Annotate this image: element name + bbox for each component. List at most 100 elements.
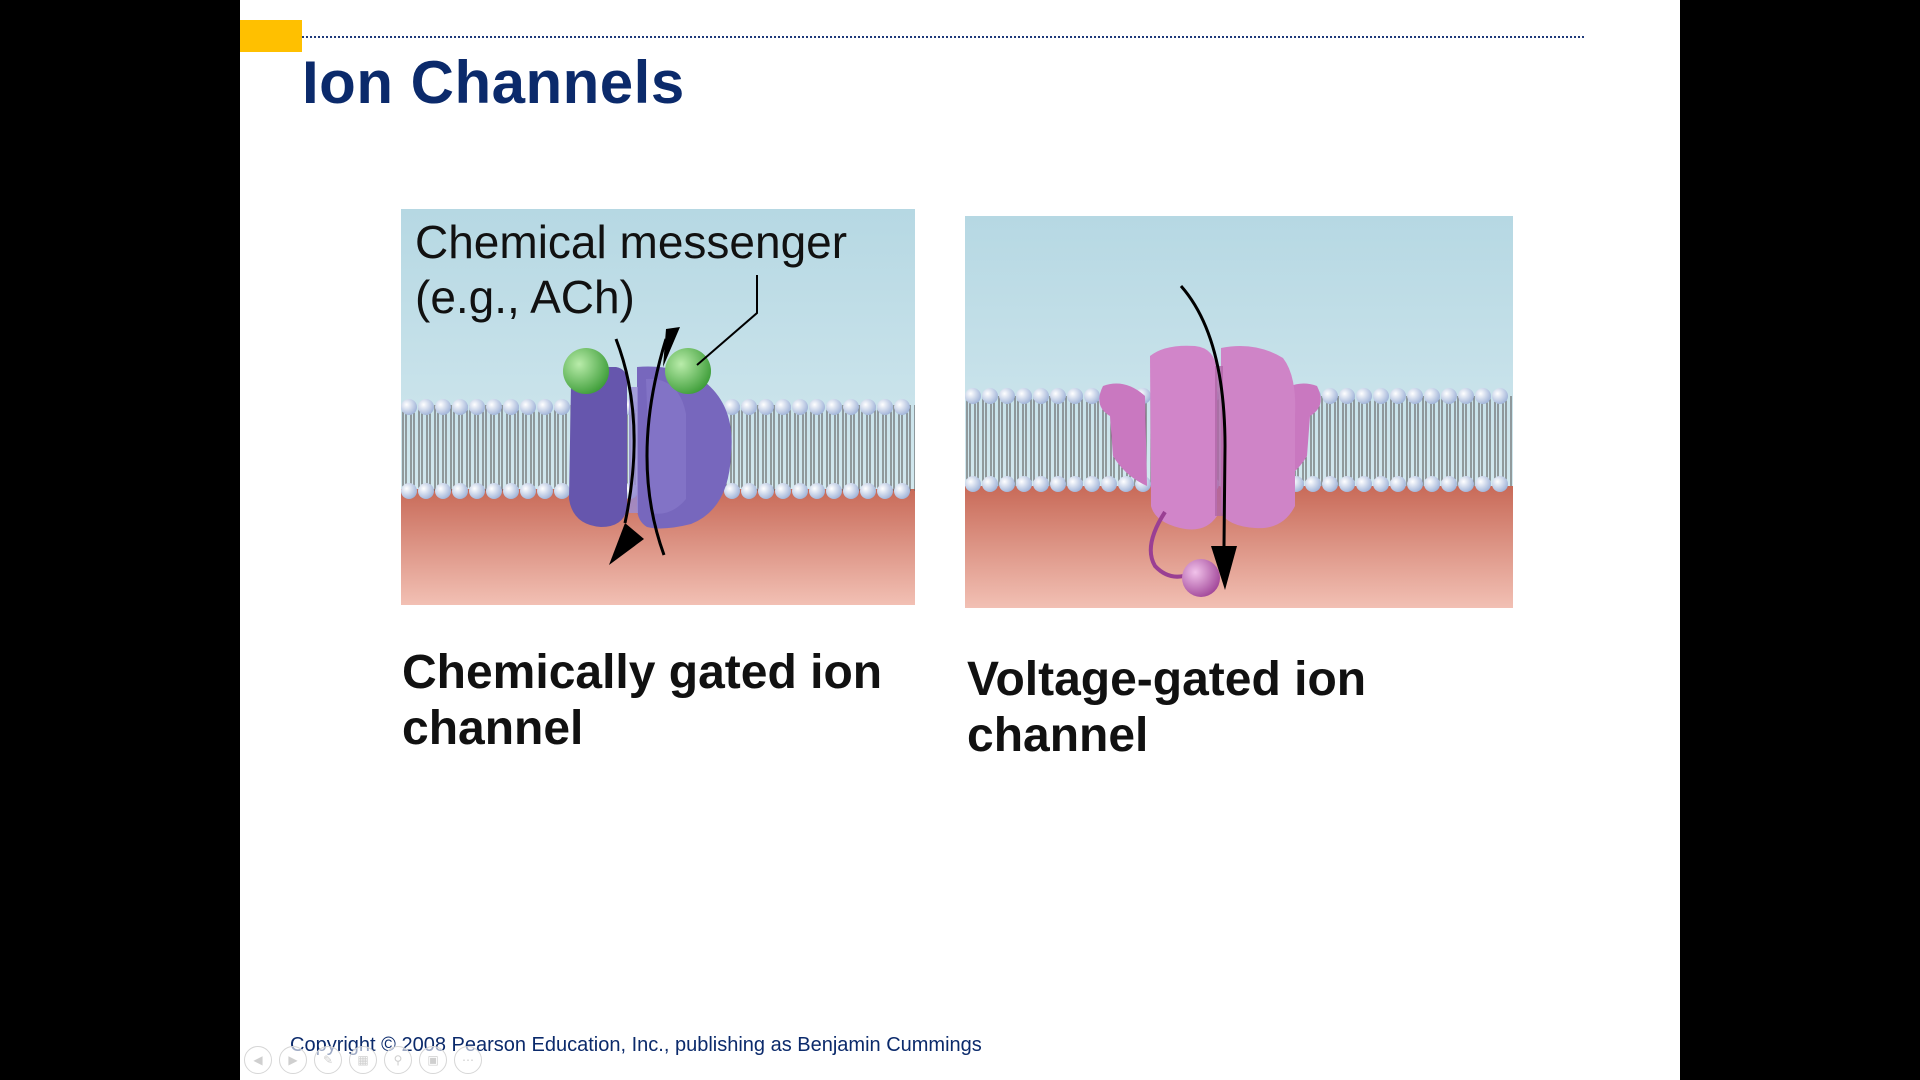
video-icon[interactable]: ▣ [419,1046,447,1074]
phospholipid-head [486,399,502,415]
ion-flow-arrow [614,338,636,524]
chemical-messenger-line2: (e.g., ACh) [415,271,635,323]
channel-protein-left [569,367,628,527]
zoom-icon[interactable]: ⚲ [384,1046,412,1074]
phospholipid-head [418,399,434,415]
phospholipid-head [999,388,1015,404]
phospholipid-head [843,483,859,499]
leader-line [696,275,758,366]
phospholipid-head [1050,476,1066,492]
phospholipid-head [418,483,434,499]
phospholipid-head [1390,476,1406,492]
phospholipid-head [435,399,451,415]
phospholipid-head [809,483,825,499]
title-rule [302,36,1584,38]
phospholipid-head [452,399,468,415]
phospholipid-head [758,483,774,499]
phospholipid-head [1458,476,1474,492]
phospholipid-head [1475,476,1491,492]
phospholipid-head [877,399,893,415]
phospholipid-head [860,483,876,499]
phospholipid-head [520,483,536,499]
inactivation-gate-ball [1182,559,1220,597]
phospholipid-head [1033,476,1049,492]
phospholipid-head [1050,388,1066,404]
ion-flow-arrow [1179,285,1227,547]
phospholipid-head [826,399,842,415]
phospholipid-head [965,388,981,404]
phospholipid-head [537,483,553,499]
phospholipid-head [982,476,998,492]
phospholipid-head [1390,388,1406,404]
slide: Ion Channels [240,0,1680,1080]
voltage-sensor-left [1099,383,1147,486]
phospholipid-head [843,399,859,415]
chemically-gated-caption: Chemically gated ion channel [402,645,882,757]
ion-flow-arrow [645,338,668,556]
phospholipid-head [1424,388,1440,404]
chemical-messenger-line1: Chemical messenger [415,216,848,268]
phospholipid-head [503,399,519,415]
phospholipid-head [1492,388,1508,404]
phospholipid-head [775,399,791,415]
phospholipid-head [1339,476,1355,492]
phospholipid-head [965,476,981,492]
phospholipid-head [1373,388,1389,404]
pen-icon[interactable]: ✎ [314,1046,342,1074]
phospholipid-head [486,483,502,499]
more-icon[interactable]: ⋯ [454,1046,482,1074]
chemically-gated-caption-line1: Chemically gated ion [402,646,883,699]
phospholipid-head [1373,476,1389,492]
phospholipid-head [792,399,808,415]
phospholipid-head [894,483,910,499]
phospholipid-head [401,399,417,415]
phospholipid-head [1339,388,1355,404]
phospholipid-head [554,483,570,499]
chemically-gated-caption-line2: channel [402,702,584,755]
phospholipid-head [792,483,808,499]
phospholipid-head [1492,476,1508,492]
messenger-molecule [563,348,609,394]
voltage-gated-caption-line1: Voltage-gated ion [967,653,1367,706]
phospholipid-head [1458,388,1474,404]
phospholipid-head [452,483,468,499]
phospholipid-head [741,399,757,415]
phospholipid-head [1016,476,1032,492]
phospholipid-head [1118,476,1134,492]
phospholipid-head [1305,476,1321,492]
phospholipid-head [894,399,910,415]
phospholipid-head [877,483,893,499]
phospholipid-head [1084,476,1100,492]
chemical-channel-illustration [401,209,915,605]
phospholipid-head [469,399,485,415]
phospholipid-head [741,483,757,499]
slides-icon[interactable]: ▦ [349,1046,377,1074]
channel-protein-right [1221,345,1296,529]
slide-title: Ion Channels [302,49,685,116]
previous-icon[interactable]: ◀ [244,1046,272,1074]
phospholipid-head [1101,476,1117,492]
accent-bar [240,20,302,52]
chemically-gated-figure: Chemical messenger (e.g., ACh) [401,209,915,605]
phospholipid-head [1067,388,1083,404]
phospholipid-head [860,399,876,415]
phospholipid-head [1016,388,1032,404]
slideshow-controls: ◀ ▶ ✎ ▦ ⚲ ▣ ⋯ [244,1046,482,1074]
inactivation-gate-chain [1148,510,1191,579]
voltage-gated-figure [965,216,1513,608]
phospholipid-head [758,399,774,415]
voltage-gated-caption-line2: channel [967,709,1149,762]
phospholipid-head [982,388,998,404]
channel-protein-left [1150,345,1217,530]
phospholipid-head [775,483,791,499]
chemical-messenger-label: Chemical messenger (e.g., ACh) [415,215,847,325]
phospholipid-head [1084,388,1100,404]
phospholipid-head [1322,388,1338,404]
next-icon[interactable]: ▶ [279,1046,307,1074]
messenger-molecule [665,348,711,394]
voltage-gated-caption: Voltage-gated ion channel [967,652,1366,764]
phospholipid-head [1407,476,1423,492]
phospholipid-head [1441,476,1457,492]
phospholipid-head [999,476,1015,492]
phospholipid-head [1356,388,1372,404]
